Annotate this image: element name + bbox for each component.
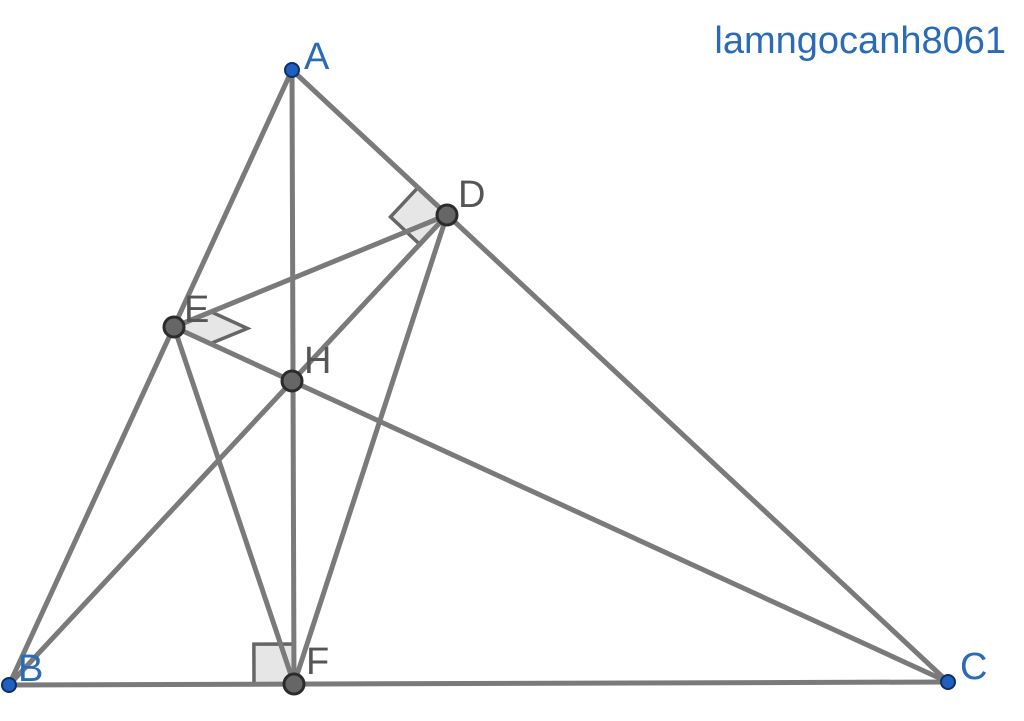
- point-B[interactable]: [1, 677, 17, 693]
- watermark-text: lamngocanh8061: [714, 20, 1006, 62]
- segment-BC: [6, 679, 951, 688]
- segment-CE: [171, 324, 951, 685]
- label-E: E: [184, 289, 209, 331]
- label-A: A: [304, 36, 330, 78]
- label-D: D: [458, 174, 485, 216]
- point-F[interactable]: [282, 672, 306, 696]
- label-F: F: [306, 641, 329, 683]
- points: [1, 62, 956, 696]
- segment-BD: [6, 212, 450, 688]
- segment-EF: [171, 324, 297, 687]
- segment-AB: [6, 67, 295, 688]
- point-E[interactable]: [162, 315, 186, 339]
- label-H: H: [304, 340, 331, 382]
- point-H[interactable]: [280, 369, 304, 393]
- point-A[interactable]: [284, 62, 300, 78]
- label-C: C: [960, 646, 987, 688]
- label-B: B: [18, 648, 43, 690]
- point-D[interactable]: [435, 203, 459, 227]
- segment-DE: [171, 212, 450, 330]
- point-C[interactable]: [940, 674, 956, 690]
- point-labels: A B C D E F H: [18, 36, 987, 690]
- segment-AC: [289, 67, 951, 685]
- segment-DF: [291, 212, 450, 687]
- segments: [6, 67, 951, 688]
